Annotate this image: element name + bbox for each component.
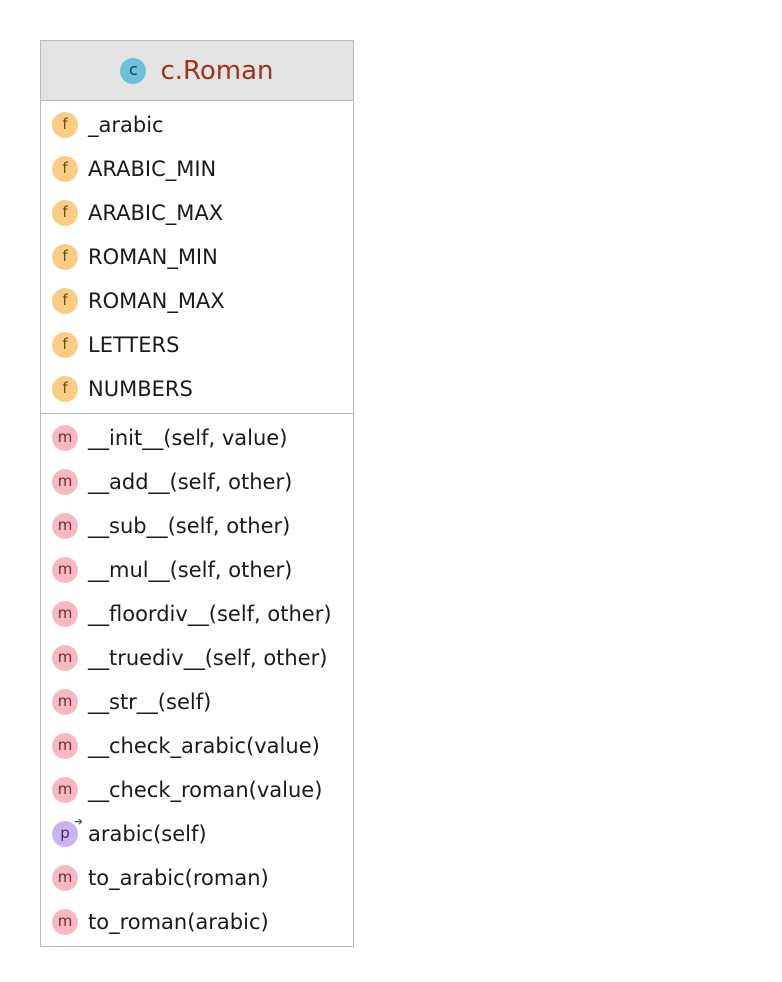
property-icon: p➔ (52, 816, 83, 847)
method-signature: __floordiv__(self, other) (88, 602, 332, 626)
class-header: c c.Roman (41, 41, 353, 101)
field-row: f ROMAN_MAX (41, 279, 353, 323)
field-name: NUMBERS (88, 377, 193, 401)
method-row: m __add__(self, other) (41, 460, 353, 504)
method-row: m to_roman(arabic) (41, 900, 353, 944)
property-row: p➔ arabic(self) (41, 812, 353, 856)
method-icon: m (52, 601, 78, 627)
method-icon: m (52, 733, 78, 759)
field-name: ROMAN_MAX (88, 289, 225, 313)
field-icon: f (52, 200, 78, 226)
property-badge-letter: p (60, 824, 70, 842)
field-row: f NUMBERS (41, 367, 353, 411)
field-row: f _arabic (41, 103, 353, 147)
method-row: m __truediv__(self, other) (41, 636, 353, 680)
field-name: ARABIC_MIN (88, 157, 217, 181)
field-icon: f (52, 376, 78, 402)
field-row: f ARABIC_MAX (41, 191, 353, 235)
class-name: c.Roman (160, 55, 274, 86)
method-row: m __mul__(self, other) (41, 548, 353, 592)
method-icon: m (52, 513, 78, 539)
method-row: m to_arabic(roman) (41, 856, 353, 900)
field-name: _arabic (88, 113, 164, 137)
methods-section: m __init__(self, value) m __add__(self, … (41, 414, 353, 946)
method-icon: m (52, 909, 78, 935)
method-signature: __check_arabic(value) (88, 734, 320, 758)
method-signature: __init__(self, value) (88, 426, 288, 450)
field-name: ARABIC_MAX (88, 201, 224, 225)
method-icon: m (52, 425, 78, 451)
field-row: f ARABIC_MIN (41, 147, 353, 191)
field-icon: f (52, 156, 78, 182)
method-icon: m (52, 689, 78, 715)
method-row: m __init__(self, value) (41, 416, 353, 460)
method-signature: __check_roman(value) (88, 778, 323, 802)
method-row: m __sub__(self, other) (41, 504, 353, 548)
field-icon: f (52, 288, 78, 314)
method-signature: to_arabic(roman) (88, 866, 269, 890)
property-arrow-icon: ➔ (73, 815, 83, 828)
method-icon: m (52, 777, 78, 803)
method-signature: __truediv__(self, other) (88, 646, 328, 670)
field-row: f LETTERS (41, 323, 353, 367)
uml-class-box: c c.Roman f _arabic f ARABIC_MIN f ARABI… (40, 40, 354, 947)
method-signature: __add__(self, other) (88, 470, 293, 494)
method-icon: m (52, 645, 78, 671)
method-signature: __str__(self) (88, 690, 212, 714)
field-name: LETTERS (88, 333, 180, 357)
field-icon: f (52, 244, 78, 270)
method-icon: m (52, 865, 78, 891)
field-icon: f (52, 112, 78, 138)
property-signature: arabic(self) (88, 822, 207, 846)
method-icon: m (52, 469, 78, 495)
field-name: ROMAN_MIN (88, 245, 218, 269)
method-row: m __floordiv__(self, other) (41, 592, 353, 636)
method-icon: m (52, 557, 78, 583)
field-icon: f (52, 332, 78, 358)
method-signature: to_roman(arabic) (88, 910, 269, 934)
method-signature: __mul__(self, other) (88, 558, 293, 582)
method-row: m __check_arabic(value) (41, 724, 353, 768)
fields-section: f _arabic f ARABIC_MIN f ARABIC_MAX f RO… (41, 101, 353, 414)
field-row: f ROMAN_MIN (41, 235, 353, 279)
class-icon: c (120, 57, 147, 84)
method-signature: __sub__(self, other) (88, 514, 291, 538)
method-row: m __check_roman(value) (41, 768, 353, 812)
method-row: m __str__(self) (41, 680, 353, 724)
